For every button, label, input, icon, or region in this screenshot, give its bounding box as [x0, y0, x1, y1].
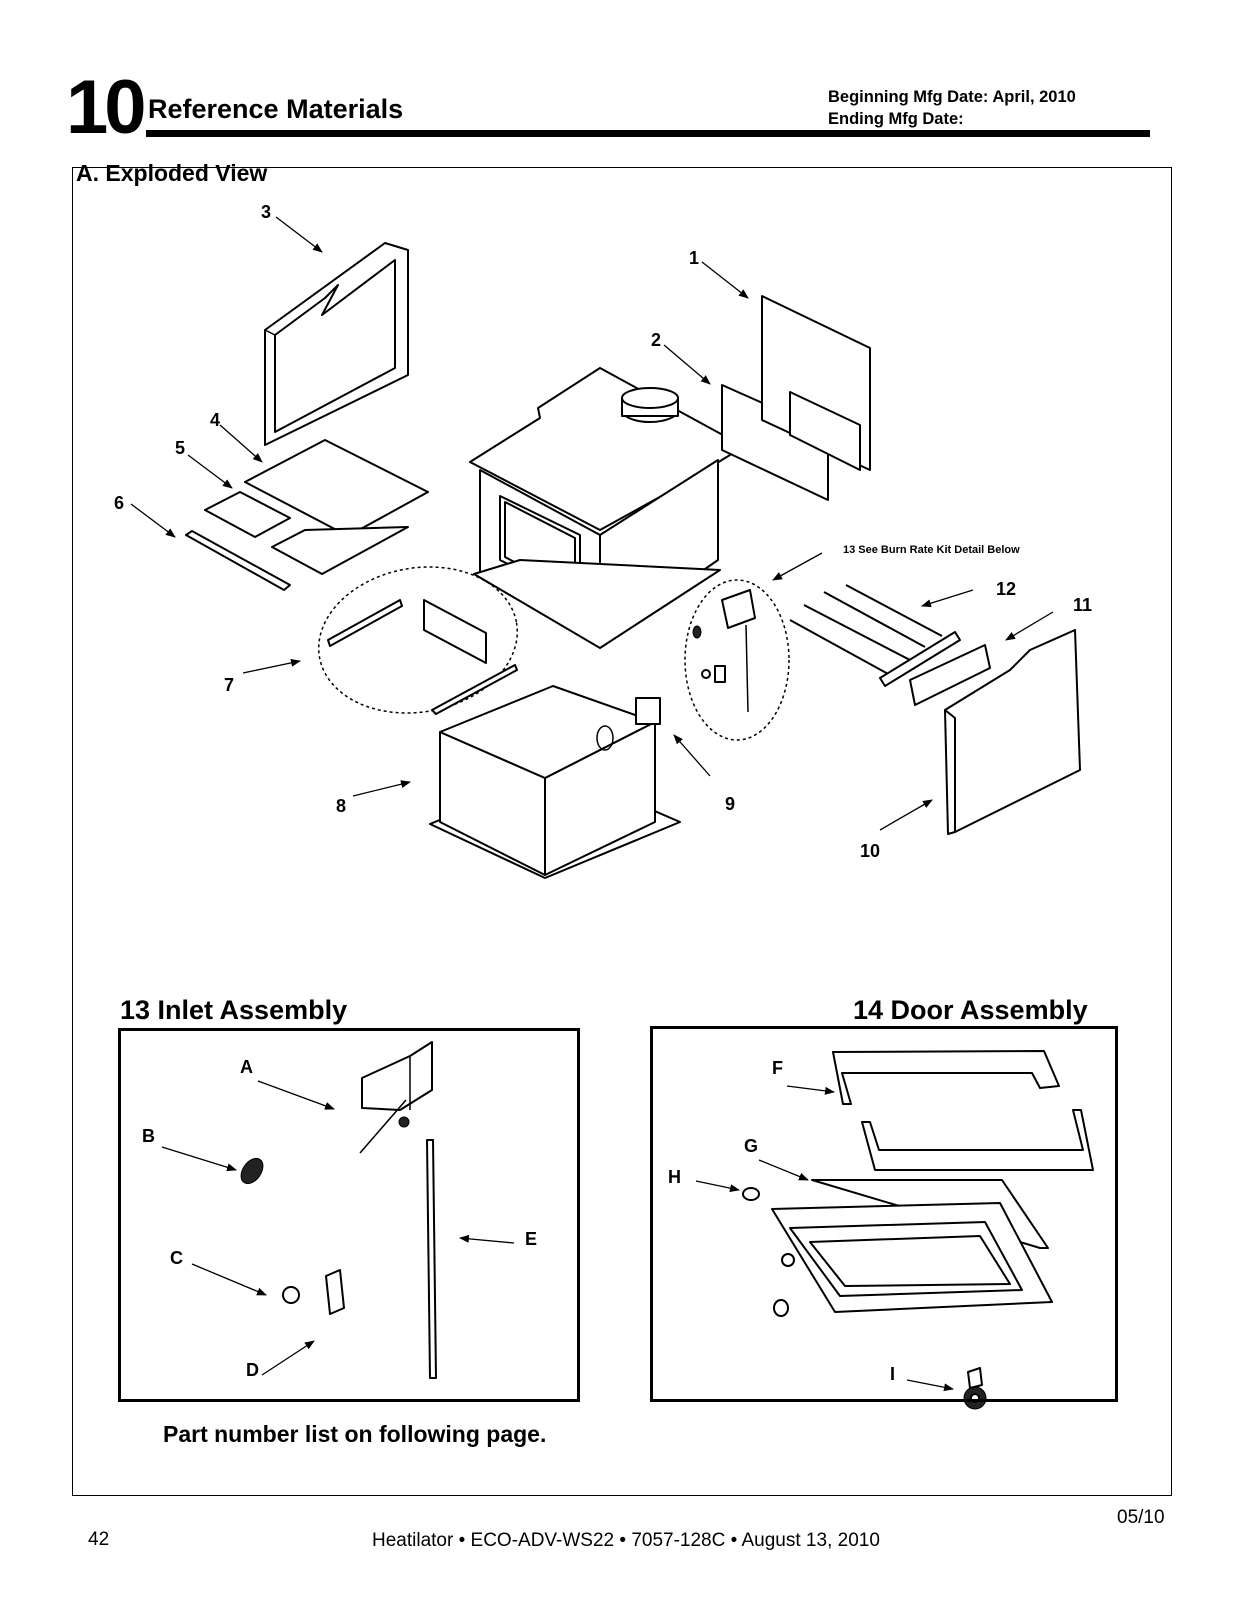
callout-6: 6 — [114, 493, 125, 513]
section-title: Reference Materials — [148, 94, 404, 124]
part-10-side-panel — [944, 629, 1081, 835]
part-1-rear-shield — [761, 295, 871, 471]
callout-f: F — [772, 1058, 783, 1078]
callout-9: 9 — [725, 794, 736, 814]
ending-mfg-date: Ending Mfg Date: — [828, 110, 964, 128]
mfg-dates: Beginning Mfg Date: April, 2010 Ending M… — [828, 86, 1076, 130]
exploded-view-title: A. Exploded View — [76, 160, 268, 186]
callout-h: H — [668, 1167, 681, 1187]
part-12-tubes — [789, 584, 961, 687]
callout-1: 1 — [689, 248, 700, 268]
header-rule — [146, 130, 1150, 137]
page-number: 42 — [88, 1529, 110, 1550]
section-number: 10 — [66, 65, 147, 150]
document-line: Heatilator • ECO-ADV-WS22 • 7057-128C • … — [372, 1530, 880, 1551]
callout-4: 4 — [210, 410, 221, 430]
inlet-assembly-title: 13 Inlet Assembly — [120, 995, 348, 1025]
part-3-side-panel — [264, 242, 409, 446]
inlet-assembly-box — [118, 1028, 580, 1402]
part-11-bracket — [909, 644, 991, 706]
callout-2: 2 — [651, 330, 662, 350]
callout-g: G — [744, 1136, 759, 1156]
callout-10: 10 — [860, 841, 881, 861]
door-assembly-box — [650, 1026, 1118, 1402]
burn-rate-note: 13 See Burn Rate Kit Detail Below — [843, 544, 1020, 556]
callout-11: 11 — [1073, 595, 1093, 615]
stove-body — [469, 367, 733, 649]
callout-b: B — [142, 1126, 155, 1146]
callout-8: 8 — [336, 796, 347, 816]
part-7-group — [317, 566, 519, 715]
part-4-5-bottom-panels — [204, 439, 429, 575]
callout-a: A — [240, 1057, 253, 1077]
callout-e: E — [525, 1229, 538, 1249]
exploded-view-frame — [72, 167, 1172, 1496]
exploded-leaders — [130, 216, 1054, 831]
inlet-assembly-drawing — [161, 1041, 515, 1379]
revision-date: 05/10 — [1117, 1507, 1165, 1528]
callout-d: D — [246, 1360, 259, 1380]
callout-i: I — [890, 1364, 896, 1384]
callout-5: 5 — [175, 438, 186, 458]
part-8-base — [429, 685, 681, 879]
callout-c: C — [170, 1248, 183, 1268]
callout-7: 7 — [224, 675, 235, 695]
part-13-inlet-detail — [684, 579, 790, 741]
callout-12: 12 — [996, 579, 1017, 599]
part-list-note: Part number list on following page. — [163, 1421, 547, 1447]
part-9-plate — [635, 697, 661, 725]
door-assembly-drawing — [695, 1050, 1094, 1410]
door-assembly-title: 14 Door Assembly — [853, 995, 1088, 1025]
callout-3: 3 — [261, 202, 272, 222]
beginning-mfg-date: Beginning Mfg Date: April, 2010 — [828, 88, 1076, 106]
part-6-rail — [185, 530, 291, 591]
